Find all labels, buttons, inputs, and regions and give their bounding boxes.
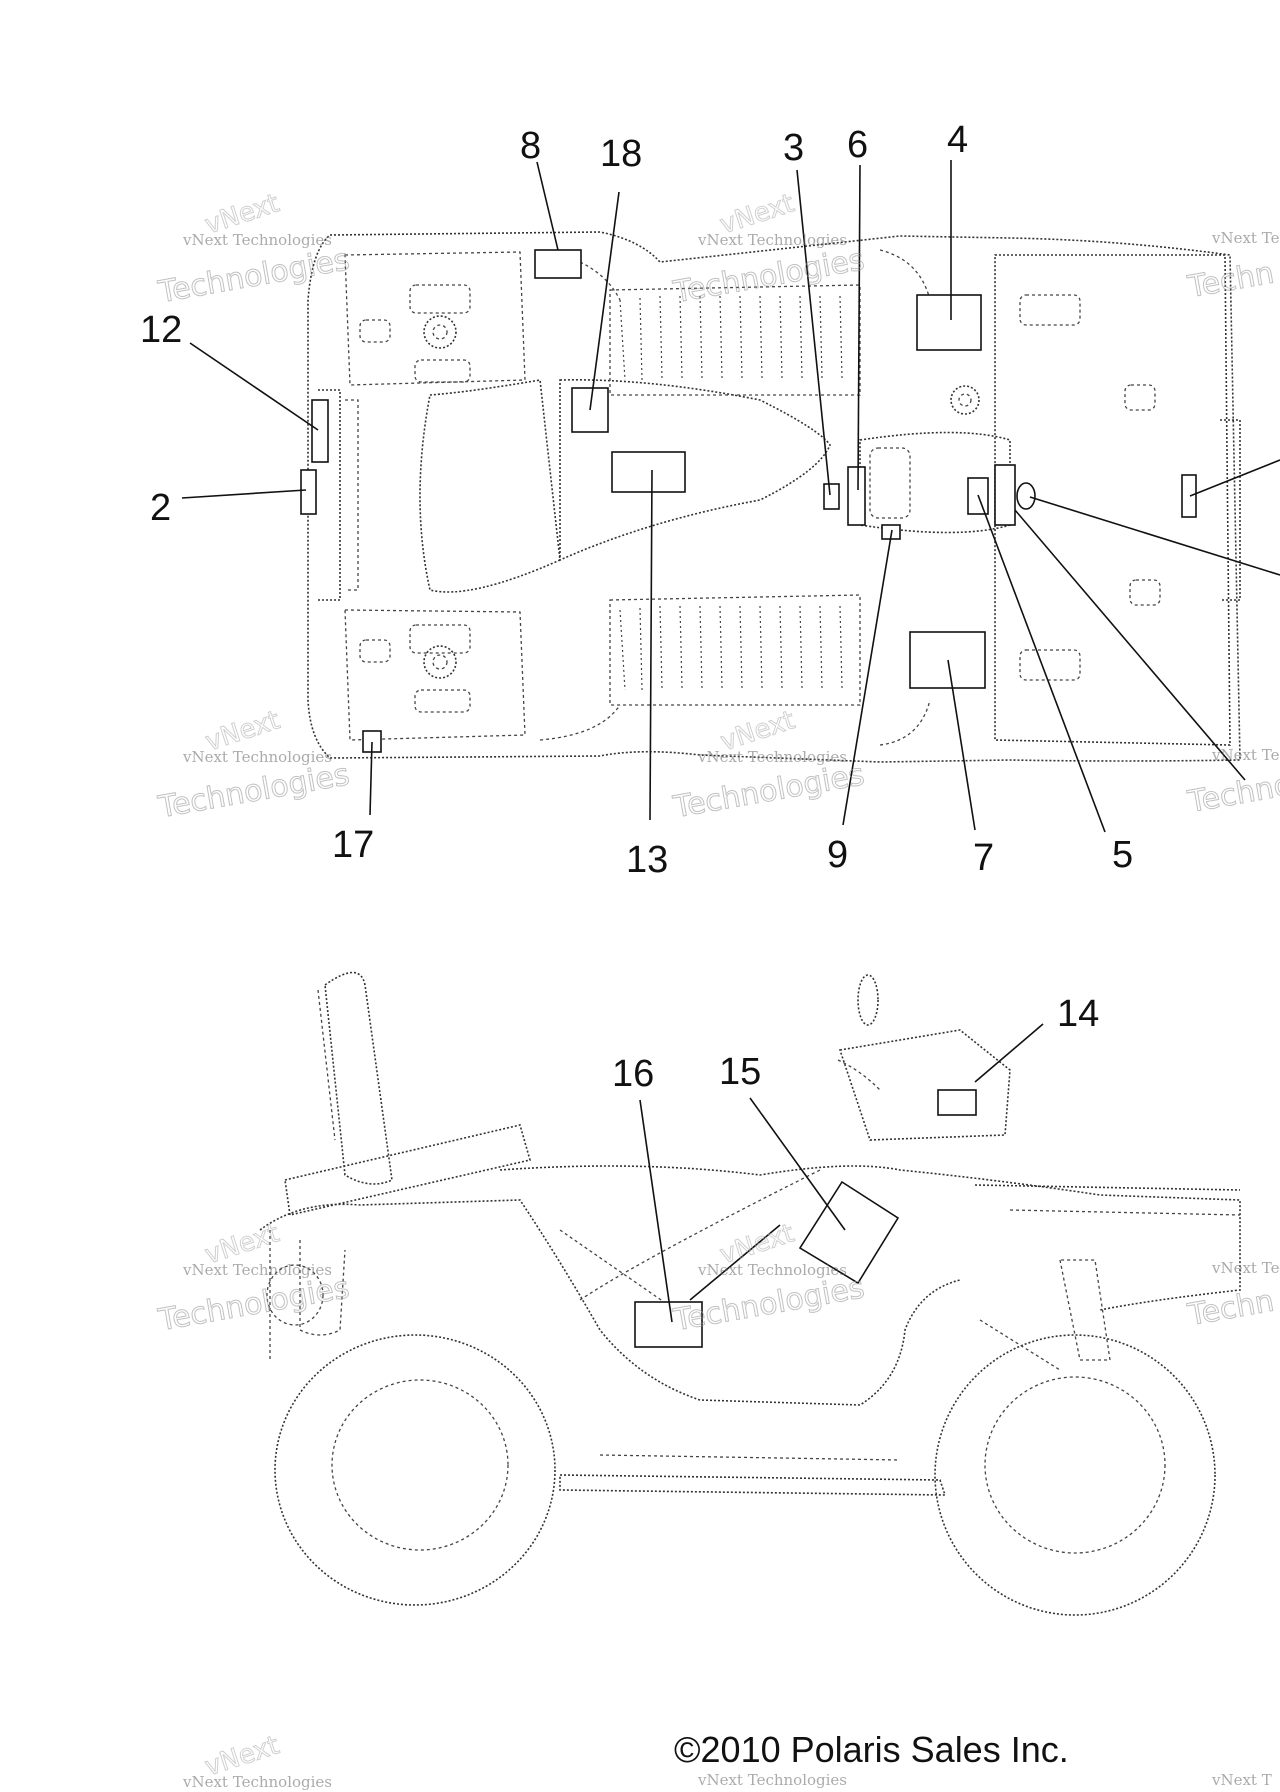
decal-7 xyxy=(909,631,986,689)
callout-9: 9 xyxy=(827,834,848,876)
callout-3: 3 xyxy=(783,127,804,169)
callout-15: 15 xyxy=(719,1051,761,1093)
watermark-9: vNext Te Techn xyxy=(1184,1259,1280,1334)
svg-text:vNext Technologies: vNext Technologies xyxy=(697,1771,847,1789)
callout-13: 13 xyxy=(626,839,668,881)
decal-14 xyxy=(937,1089,977,1116)
callout-numbers: 8 18 3 6 4 12 2 17 13 9 7 5 16 15 14 xyxy=(140,119,1133,1095)
decal-2 xyxy=(300,469,317,515)
leader-lines-top xyxy=(181,160,1280,833)
watermark-10: vNext vNext Technologies xyxy=(182,1730,332,1791)
callout-4: 4 xyxy=(947,119,968,161)
callout-14: 14 xyxy=(1057,993,1099,1035)
svg-text:Technologies: Technologies xyxy=(155,1270,352,1338)
decal-16 xyxy=(634,1301,703,1348)
decal-4 xyxy=(916,294,982,351)
svg-text:Technologies: Technologies xyxy=(155,757,352,825)
callout-7: 7 xyxy=(973,837,994,879)
callout-18: 18 xyxy=(600,133,642,175)
svg-text:vNext Tec: vNext Tec xyxy=(1211,746,1280,764)
callout-5: 5 xyxy=(1112,834,1133,876)
atv-side-view xyxy=(259,971,1241,1616)
callout-17: 17 xyxy=(332,824,374,866)
svg-text:vNext Technologies: vNext Technologies xyxy=(182,1261,332,1279)
watermark-4: vNext vNext Technologies Technologies xyxy=(155,705,353,826)
svg-text:Techno: Techno xyxy=(1185,767,1280,820)
decal-15 xyxy=(798,1180,900,1285)
decal-3 xyxy=(823,483,840,510)
rear-wheel xyxy=(274,1334,556,1606)
left-footrest xyxy=(609,284,861,396)
callout-2: 2 xyxy=(150,487,171,529)
svg-text:Technologies: Technologies xyxy=(670,1270,867,1338)
atv-top-view xyxy=(307,231,1241,763)
decal-rear xyxy=(1181,474,1197,518)
right-footrest xyxy=(609,594,861,706)
svg-text:Technologies: Technologies xyxy=(670,242,867,310)
svg-text:vNext Technologies: vNext Technologies xyxy=(697,748,847,766)
decal-10 xyxy=(994,464,1016,526)
svg-text:Technologies: Technologies xyxy=(155,242,352,310)
svg-text:vNext Te: vNext Te xyxy=(1211,1259,1280,1277)
decal-12 xyxy=(311,399,329,463)
svg-text:vNext Technologies: vNext Technologies xyxy=(697,1261,847,1279)
svg-text:vNext Technologies: vNext Technologies xyxy=(697,231,847,249)
watermark-1: vNext vNext Technologies Technologies xyxy=(155,188,353,311)
callout-12: 12 xyxy=(140,309,182,351)
svg-text:Techn: Techn xyxy=(1185,256,1277,306)
svg-text:vNext Technologies: vNext Technologies xyxy=(182,1773,332,1791)
decal-13 xyxy=(611,451,686,493)
decal-6 xyxy=(847,466,866,526)
svg-text:Technologies: Technologies xyxy=(670,757,867,825)
decal-8 xyxy=(534,249,582,279)
callout-8: 8 xyxy=(520,125,541,167)
svg-text:vNext T: vNext T xyxy=(1211,1771,1272,1789)
svg-text:Techn: Techn xyxy=(1185,1284,1277,1334)
watermark-12: vNext T xyxy=(1211,1771,1272,1789)
decal-markers-side xyxy=(634,1089,977,1348)
callout-16: 16 xyxy=(612,1053,654,1095)
watermark-7: vNext vNext Technologies Technologies xyxy=(155,1218,353,1339)
watermark-5: vNext vNext Technologies Technologies xyxy=(670,705,868,826)
svg-text:vNext Te: vNext Te xyxy=(1211,229,1280,247)
decal-oval xyxy=(1016,482,1036,510)
watermark-6: vNext Tec Techno xyxy=(1184,746,1280,821)
watermark-3: vNext Te Techn xyxy=(1184,229,1280,306)
watermark-2: vNext vNext Technologies Technologies xyxy=(670,188,868,311)
svg-text:vNext Technologies: vNext Technologies xyxy=(182,231,332,249)
decal-markers-top xyxy=(300,249,1197,753)
svg-text:vNext Technologies: vNext Technologies xyxy=(182,748,332,766)
callout-6: 6 xyxy=(847,124,868,166)
leader-lines-side xyxy=(639,1023,1044,1323)
copyright-notice: ©2010 Polaris Sales Inc. xyxy=(674,1729,1069,1770)
watermark-11: vNext Technologies xyxy=(697,1771,847,1789)
front-wheel xyxy=(934,1334,1216,1616)
